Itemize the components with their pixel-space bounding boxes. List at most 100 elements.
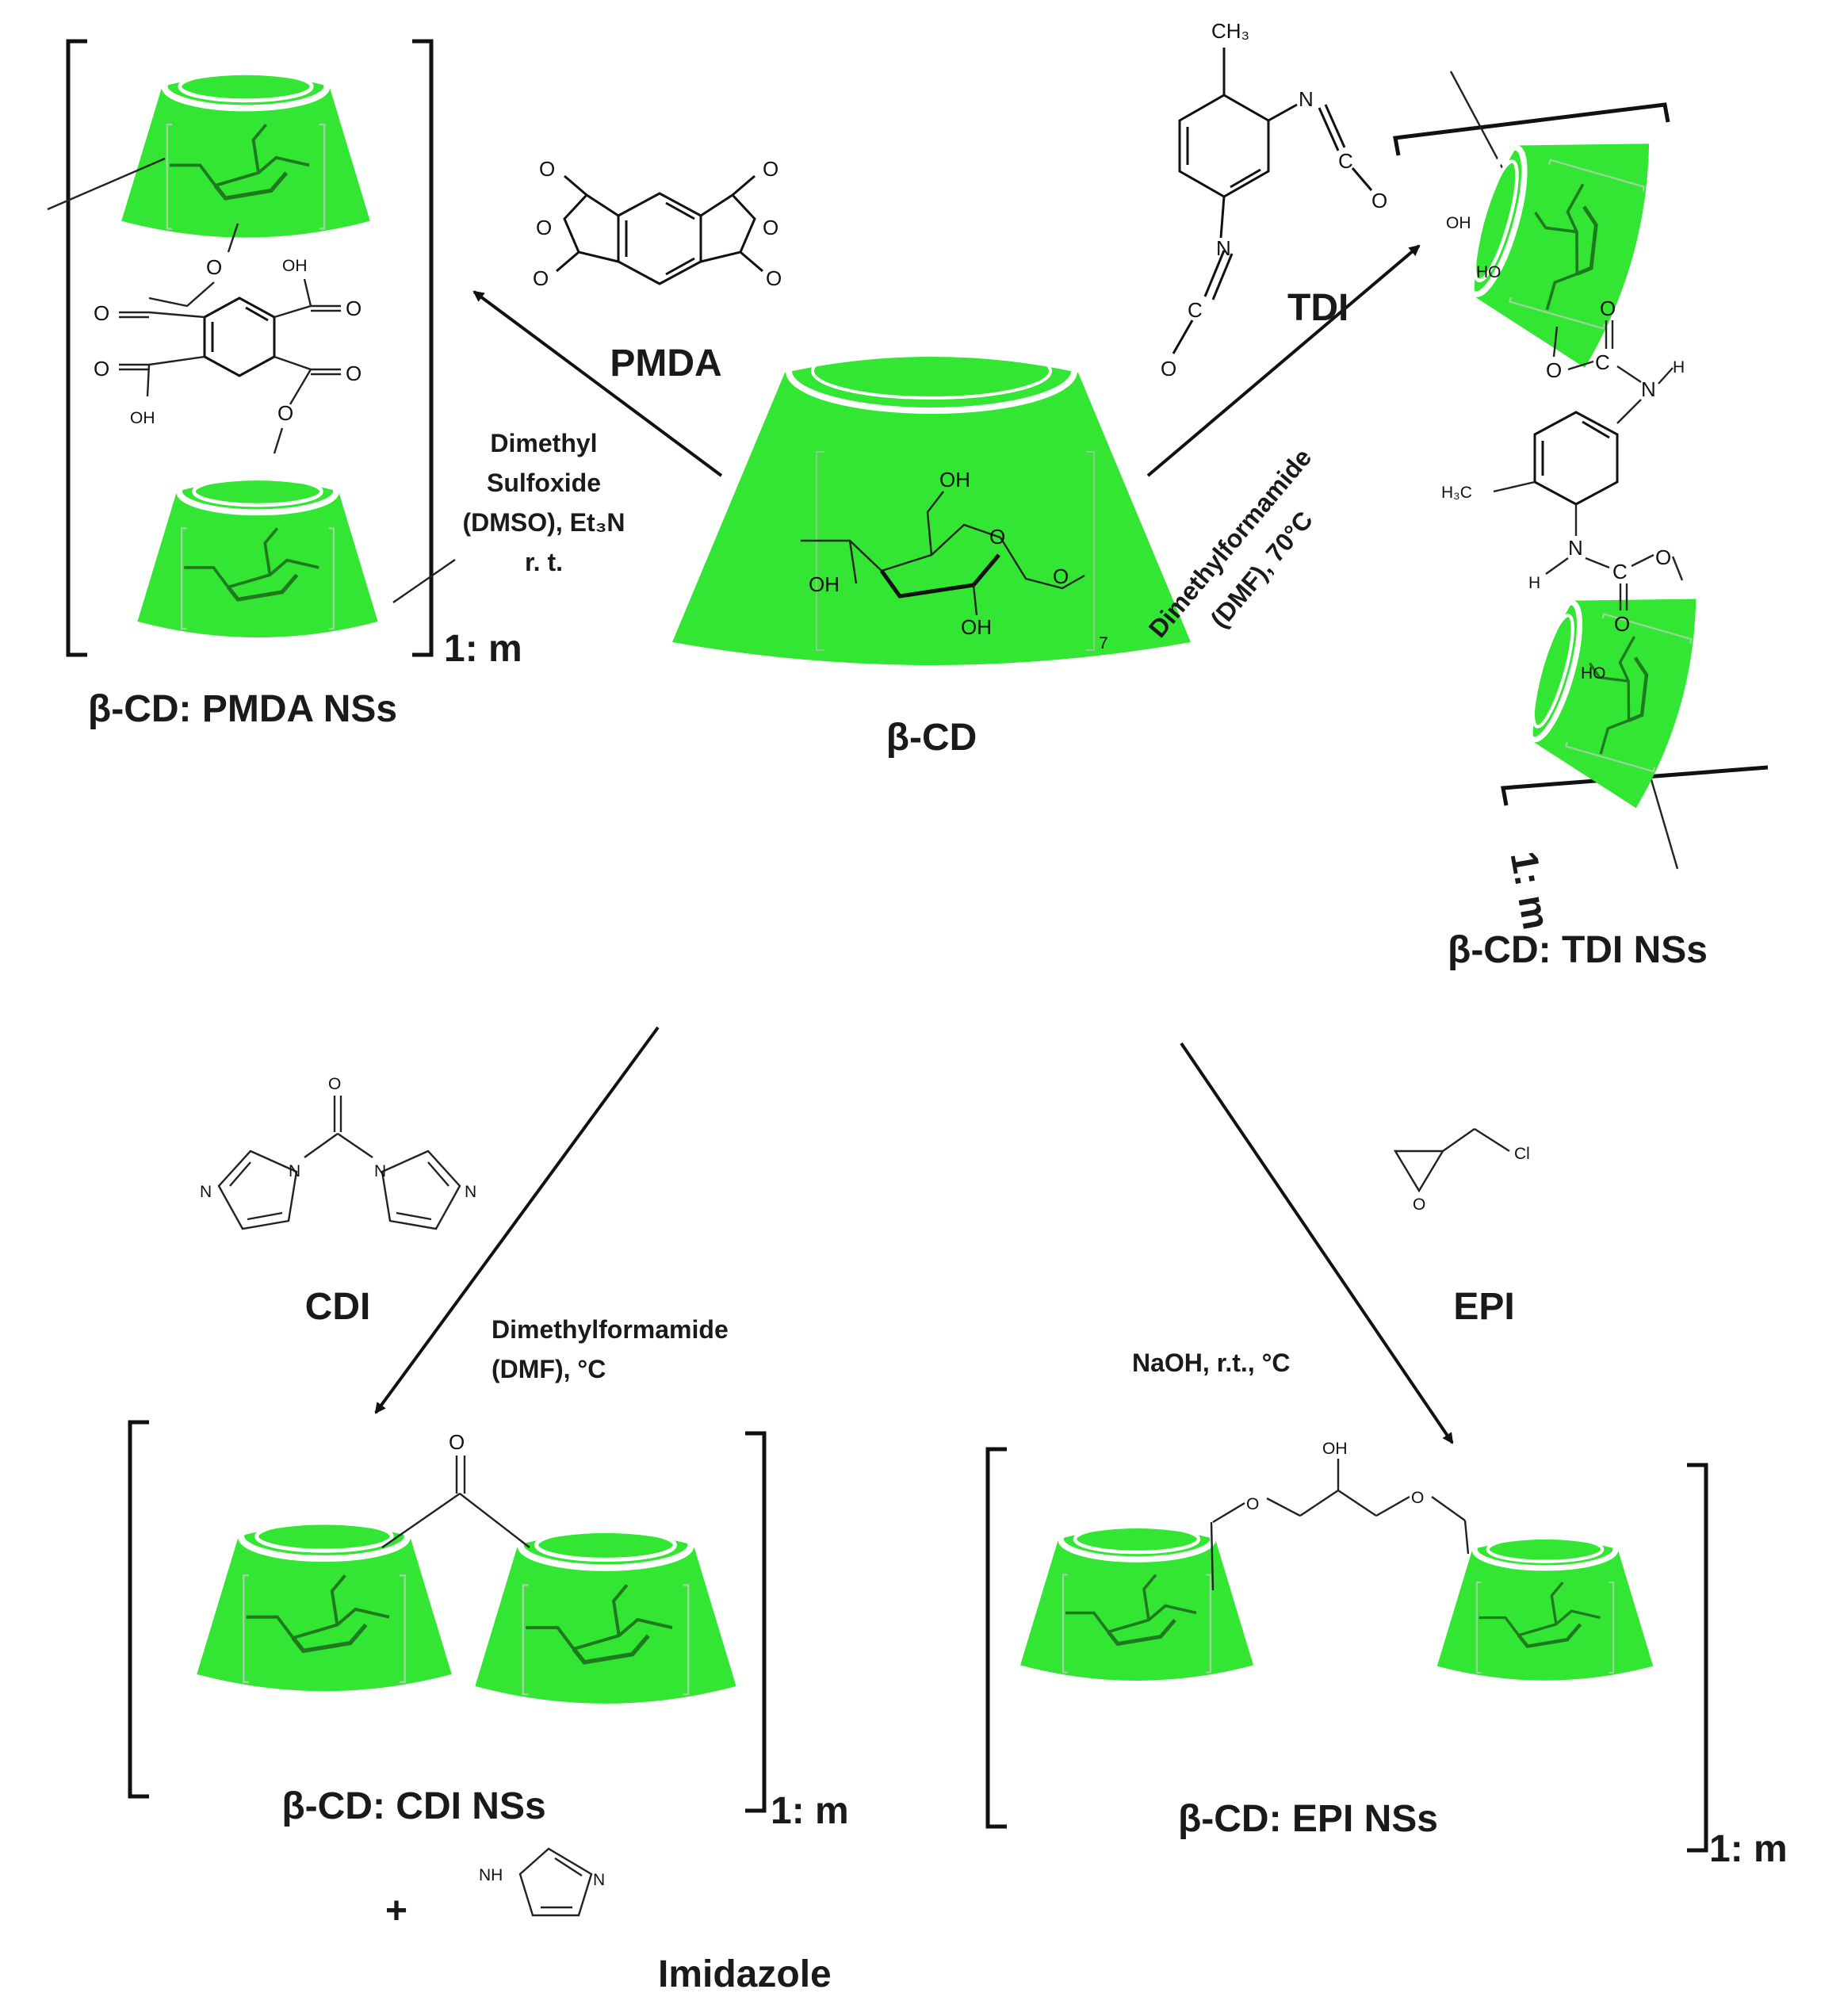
imidazole-label: Imidazole xyxy=(658,1953,832,1995)
svg-text:O: O xyxy=(346,362,361,385)
epi-molecule: Cl O xyxy=(1393,1127,1530,1214)
cdi-cd-left xyxy=(197,1514,451,1691)
svg-text:C: C xyxy=(1612,560,1628,583)
cdi-product: O xyxy=(128,1420,767,1813)
cdi-conditions: Dimethylformamide (DMF), °C xyxy=(492,1315,729,1383)
svg-text:C: C xyxy=(1595,350,1610,374)
svg-text:Dimethyl: Dimethyl xyxy=(490,429,597,457)
svg-text:O: O xyxy=(346,296,361,320)
epi-cd-left xyxy=(1020,1519,1253,1681)
epi-bracket-right xyxy=(1687,1463,1708,1853)
svg-text:O: O xyxy=(328,1075,341,1093)
svg-text:N: N xyxy=(465,1183,476,1201)
arrow-to-epi xyxy=(1180,1042,1454,1444)
svg-text:O: O xyxy=(1546,358,1562,382)
svg-text:N: N xyxy=(200,1183,212,1201)
svg-text:N: N xyxy=(1641,377,1656,401)
arrow-to-pmda xyxy=(472,290,723,477)
epi-reagent-label: EPI xyxy=(1453,1286,1514,1328)
svg-text:Sulfoxide: Sulfoxide xyxy=(487,469,601,497)
svg-text:O: O xyxy=(1413,1195,1425,1214)
pmda-o-4: O xyxy=(763,157,778,181)
svg-text:O: O xyxy=(94,357,109,381)
svg-text:O: O xyxy=(94,301,109,325)
svg-text:H: H xyxy=(1528,574,1540,592)
tdi-product-label: β-CD: TDI NSs xyxy=(1448,929,1708,971)
pmda-o-1: O xyxy=(539,157,555,181)
pmda-o-2: O xyxy=(536,216,552,239)
svg-text:NH: NH xyxy=(479,1866,503,1884)
pmda-ratio: 1: m xyxy=(444,628,522,670)
svg-text:C: C xyxy=(1338,149,1353,173)
svg-text:N: N xyxy=(1568,536,1583,560)
pmda-bracket-left xyxy=(66,39,87,657)
svg-text:OH: OH xyxy=(1446,214,1471,232)
svg-text:N: N xyxy=(1299,87,1314,111)
svg-text:Cl: Cl xyxy=(1514,1145,1530,1163)
epi-product-label: β-CD: EPI NSs xyxy=(1178,1798,1438,1840)
arrow-to-tdi xyxy=(1146,244,1421,477)
svg-text:HO: HO xyxy=(1581,664,1606,683)
tdi-bracket-bottom xyxy=(1501,765,1769,806)
tdi-ch3: CH₃ xyxy=(1211,19,1249,43)
svg-text:OH: OH xyxy=(282,257,308,275)
svg-text:N: N xyxy=(593,1871,605,1889)
svg-text:O: O xyxy=(1161,357,1176,381)
tdi-ratio: 1: m xyxy=(1502,848,1557,932)
svg-text:H₃C: H₃C xyxy=(1441,484,1472,502)
svg-text:(DMF), °C: (DMF), °C xyxy=(492,1355,606,1383)
svg-text:(DMSO), Et₃N: (DMSO), Et₃N xyxy=(463,508,625,537)
svg-text:O: O xyxy=(449,1430,465,1454)
core-beta-cd: OH OH OH O O 7 β-CD xyxy=(672,328,1191,759)
tdi-reagent-label: TDI xyxy=(1287,287,1348,329)
svg-text:OH: OH xyxy=(130,409,155,427)
epi-ratio: 1: m xyxy=(1709,1828,1788,1870)
tdi-molecule: CH₃ N C O N C O xyxy=(1161,19,1387,381)
pmda-product-label: β-CD: PMDA NSs xyxy=(88,688,397,730)
core-repeat: 7 xyxy=(1099,634,1108,652)
pmda-product: O O O O O OH OH O xyxy=(47,39,456,657)
tdi-ratio-group: 1: m xyxy=(1502,848,1557,932)
svg-text:O: O xyxy=(1614,612,1630,636)
svg-text:O: O xyxy=(1246,1495,1259,1513)
arrow-to-cdi xyxy=(374,1026,660,1414)
cdi-reagent-label: CDI xyxy=(305,1286,371,1328)
svg-text:C: C xyxy=(1188,298,1203,322)
svg-text:O: O xyxy=(206,255,222,279)
imidazole-molecule: NH N xyxy=(479,1847,605,1917)
pmda-bracket-right xyxy=(412,39,434,657)
core-cd-rim xyxy=(786,328,1077,414)
cdi-bracket-right xyxy=(745,1431,767,1813)
core-cd-cone xyxy=(672,357,1191,665)
svg-text:HO: HO xyxy=(1476,263,1501,281)
pmda-o-6: O xyxy=(766,266,782,290)
svg-text:H: H xyxy=(1673,358,1685,377)
svg-text:OH: OH xyxy=(1322,1440,1348,1458)
svg-text:O: O xyxy=(1411,1489,1424,1507)
cdi-ratio: 1: m xyxy=(771,1790,849,1832)
svg-text:N: N xyxy=(1216,236,1231,260)
core-glyco-o: O xyxy=(1053,564,1069,588)
svg-text:r. t.: r. t. xyxy=(525,548,563,576)
tdi-bracket-top xyxy=(1393,102,1670,156)
epi-conditions: NaOH, r.t., °C xyxy=(1132,1348,1291,1377)
pmda-o-3: O xyxy=(533,266,549,290)
cdi-bracket-left xyxy=(128,1420,149,1799)
svg-text:O: O xyxy=(1600,296,1616,320)
cdi-molecule: O N N N N xyxy=(200,1075,476,1230)
core-oh-bottom: OH xyxy=(961,615,992,639)
svg-text:O: O xyxy=(1655,545,1671,569)
cdi-product-label: β-CD: CDI NSs xyxy=(281,1785,545,1827)
pmda-reagent-label: PMDA xyxy=(610,342,721,384)
pmda-cd-bottom xyxy=(137,471,377,637)
svg-text:O: O xyxy=(277,401,293,425)
svg-text:O: O xyxy=(1371,189,1387,212)
cdi-cd-right xyxy=(475,1522,736,1703)
core-oh-top: OH xyxy=(939,468,970,492)
epi-cd-right xyxy=(1437,1531,1653,1681)
core-label: β-CD xyxy=(886,717,977,759)
pmda-cd-top xyxy=(121,65,370,238)
pmda-o-5: O xyxy=(763,216,778,239)
svg-text:N: N xyxy=(374,1162,386,1180)
